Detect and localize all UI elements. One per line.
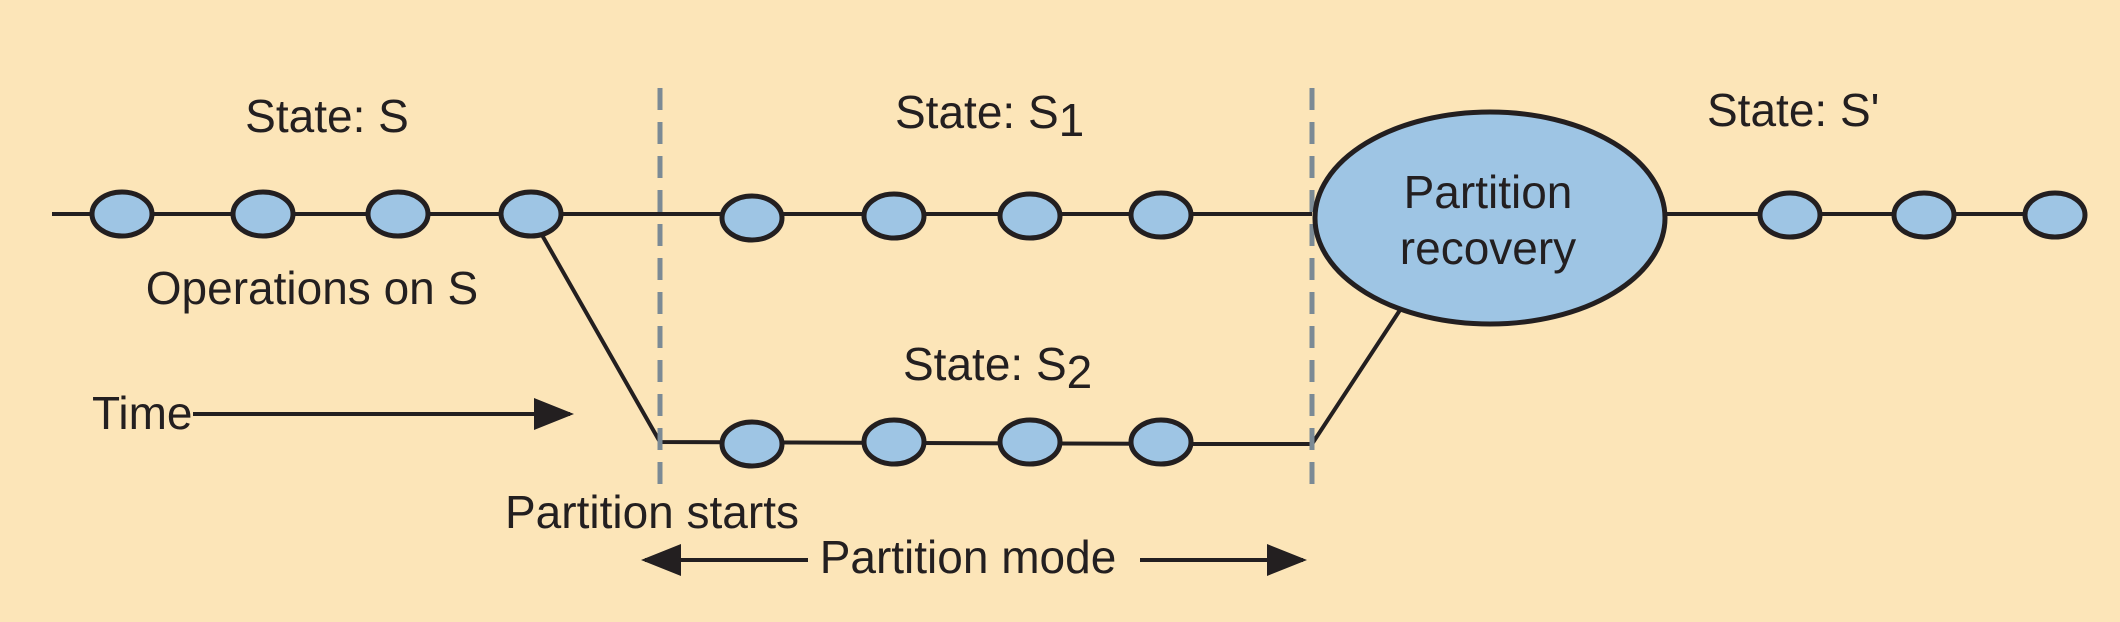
branch-timeline-s2 xyxy=(528,213,1402,446)
state-s-prime-label: State: S' xyxy=(1707,84,1879,136)
operation-node-s-prime xyxy=(2022,190,2088,240)
operation-node-s1 xyxy=(1128,190,1194,240)
state-s2-label: State: S2 xyxy=(903,338,1092,398)
operation-node-s2 xyxy=(861,417,927,467)
partition-mode-label: Partition mode xyxy=(820,531,1117,583)
time-label: Time xyxy=(92,387,193,439)
state-s1-label: State: S1 xyxy=(895,86,1084,146)
operation-node-s2 xyxy=(719,419,785,469)
operation-node xyxy=(498,189,564,239)
operation-node-s-prime xyxy=(1891,190,1957,240)
operation-node-s1 xyxy=(861,191,927,241)
operation-node-s-prime xyxy=(1757,190,1823,240)
operation-node xyxy=(365,189,431,239)
operation-node-s1 xyxy=(719,193,785,243)
operation-node xyxy=(89,189,155,239)
partition-starts-label: Partition starts xyxy=(505,486,799,538)
operations-label: Operations on S xyxy=(146,262,478,314)
partition-recovery-node xyxy=(1312,109,1668,327)
operation-node xyxy=(230,189,296,239)
partition-recovery-label-line2: recovery xyxy=(1400,222,1576,274)
partition-recovery-label-line1: Partition xyxy=(1404,166,1573,218)
operation-node-s2 xyxy=(1128,417,1194,467)
operation-node-s2 xyxy=(997,417,1063,467)
state-s-label: State: S xyxy=(245,90,409,142)
operation-node-s1 xyxy=(997,191,1063,241)
